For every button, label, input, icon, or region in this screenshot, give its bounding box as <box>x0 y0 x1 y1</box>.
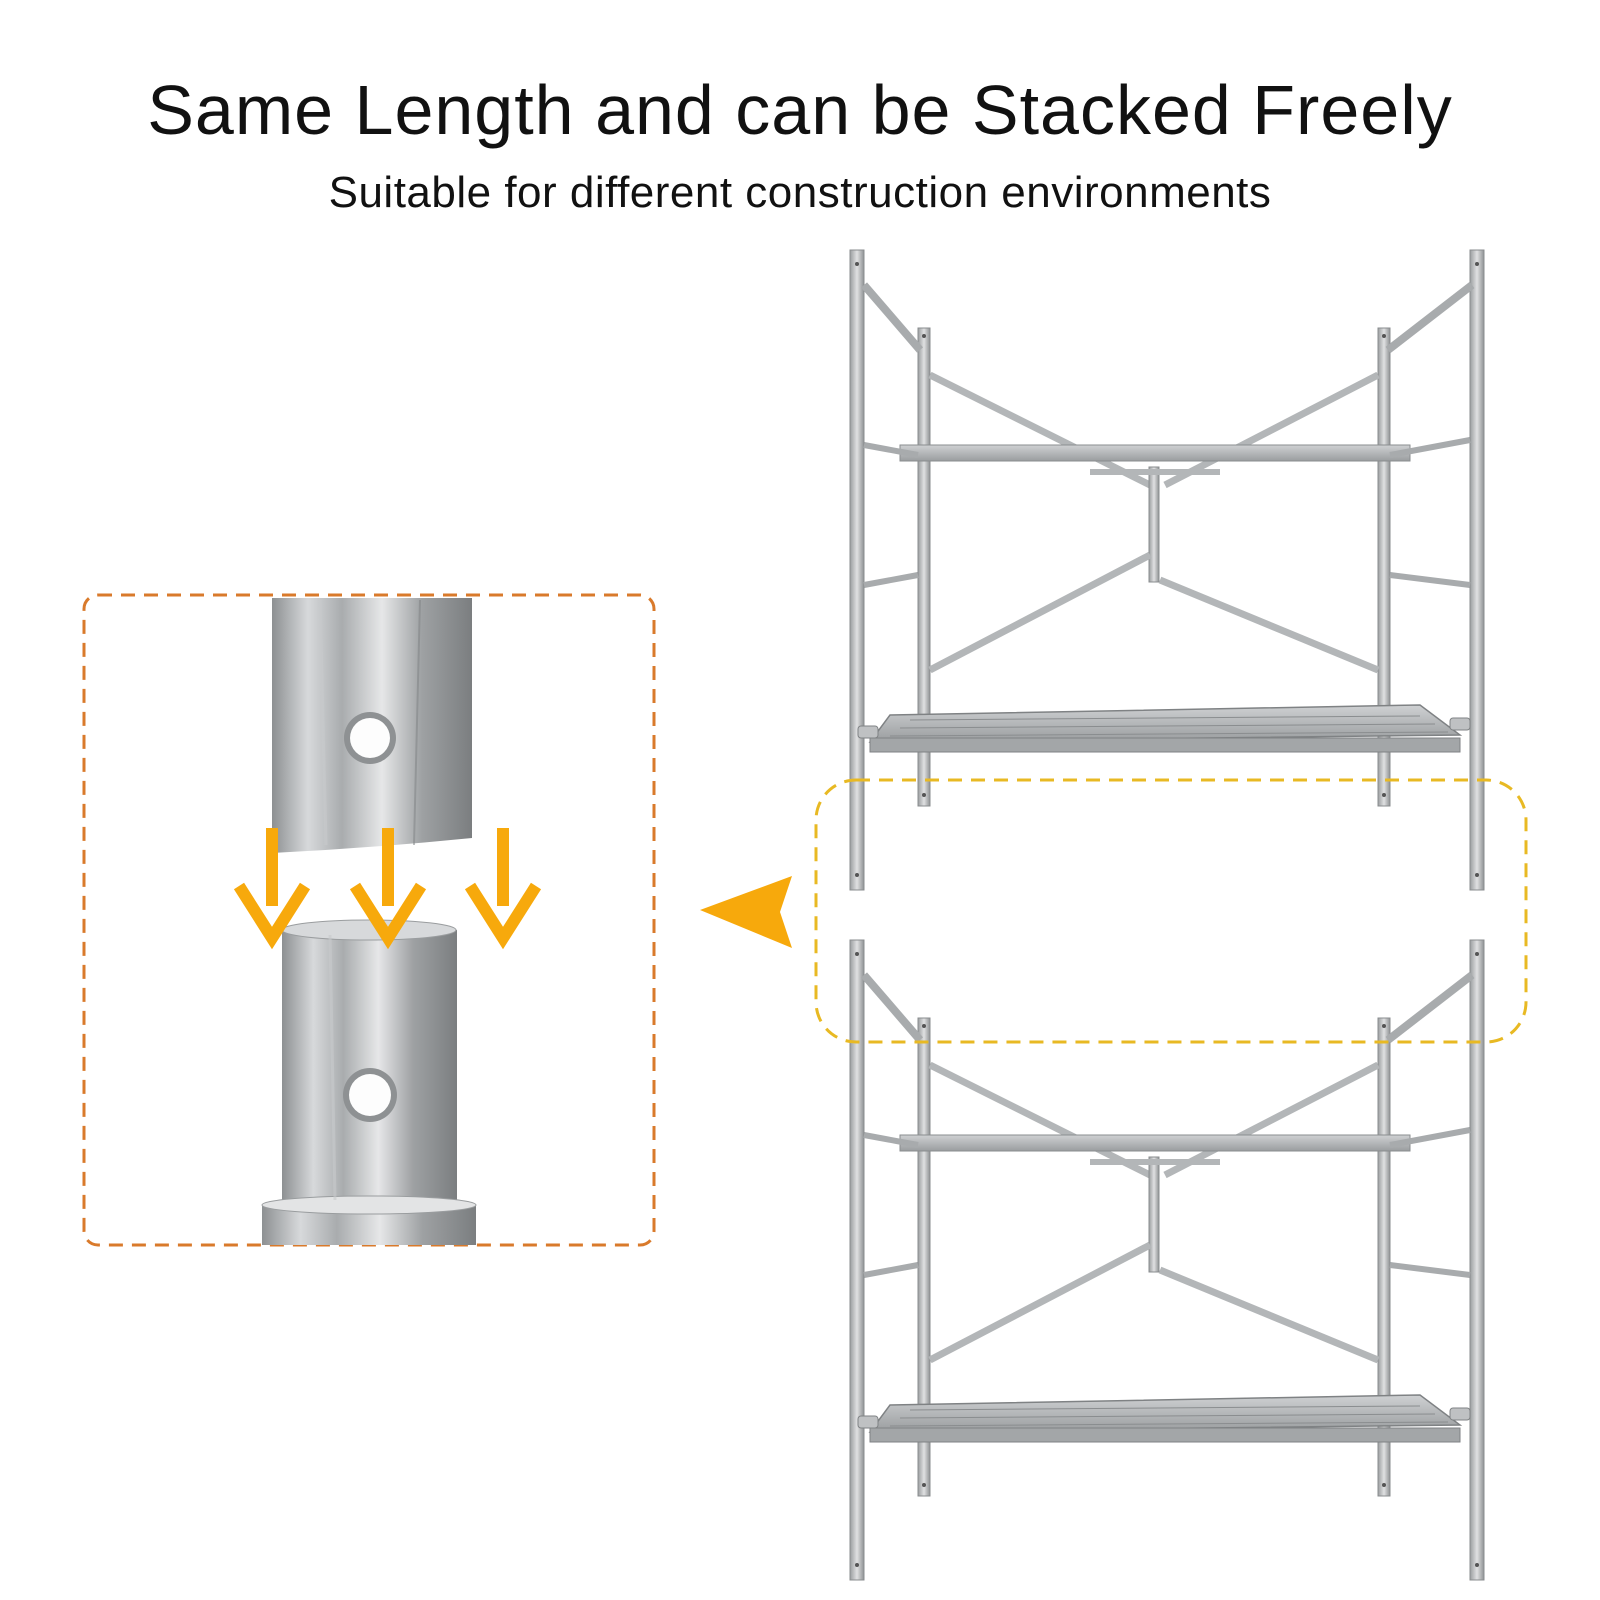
arrow-down-icon <box>470 828 536 938</box>
page-title: Same Length and can be Stacked Freely <box>147 71 1453 149</box>
page-subtitle: Suitable for different construction envi… <box>328 168 1272 217</box>
pointer-arrow-icon <box>700 876 792 948</box>
joint-highlight-frame <box>814 778 1528 1044</box>
scaffold-upper <box>850 250 1484 890</box>
lower-pipe <box>261 919 477 1245</box>
upper-pipe <box>272 598 472 873</box>
scaffold-lower <box>850 940 1484 1580</box>
